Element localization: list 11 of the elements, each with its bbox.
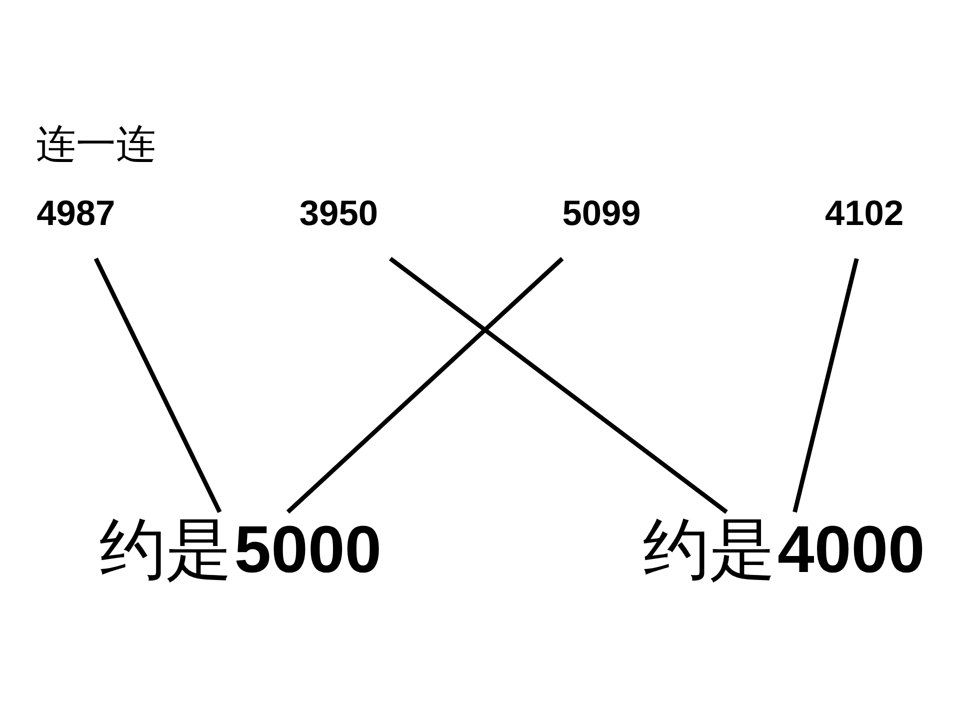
connector [93,258,222,514]
connector [792,258,858,513]
node-text: 约是4000 [642,513,924,588]
node-text: 约是5000 [99,513,382,588]
diagram-title: 连一连 [36,122,156,167]
node-text: 4987 [36,194,115,233]
node-text: 4102 [824,194,904,233]
node-text: 3950 [298,194,378,233]
node-text: 5099 [562,194,640,233]
connector [388,256,728,514]
connector [286,256,564,514]
